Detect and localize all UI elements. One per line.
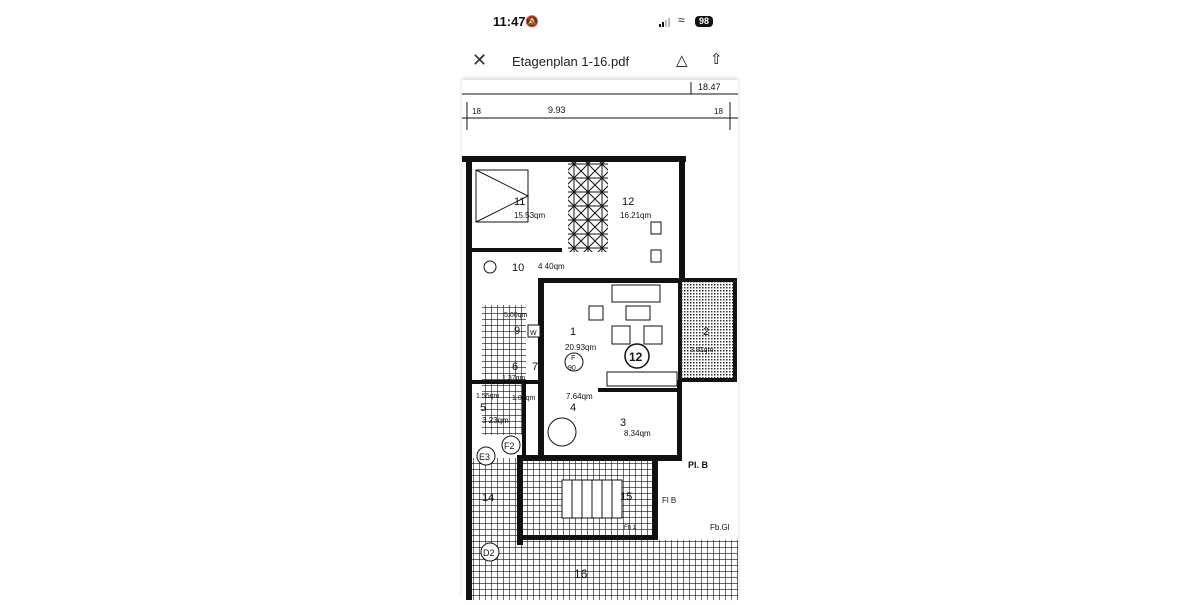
room-12-area: 16.21qm [620, 211, 651, 220]
note-fh1: Fh 1 [624, 525, 637, 531]
area-14 [472, 458, 520, 548]
note-fb-gl: Fb.Gl [710, 523, 730, 532]
room-9-number: 9 [514, 325, 520, 337]
signal-icon [659, 18, 670, 27]
bell-slash-icon: 🔕 [525, 16, 539, 28]
area-16 [472, 540, 738, 600]
washer-label: W [530, 330, 537, 337]
room-labels: 11 15.53qm 12 16.21qm 10 4 40qm 1 20.93q… [476, 196, 714, 581]
room-11-number: 11 [514, 196, 525, 208]
share-icon[interactable]: ⇧ [710, 51, 723, 68]
wifi-icon: ≈ [678, 13, 685, 27]
room-1-area: 20.93qm [565, 343, 596, 352]
note-pl-b: Pl. B [688, 460, 709, 470]
room-14-number: 14 [482, 492, 494, 504]
balcony-2 [678, 278, 737, 382]
extra-area: 1.55qm [476, 393, 500, 400]
room-12-number: 12 [622, 196, 634, 208]
wardrobe [568, 162, 608, 252]
markers: E3 F2 D2 Pl. B Fl B Fb.Gl Fh 1 [476, 435, 730, 562]
room-7-number: 7 [532, 361, 538, 373]
apartment-number: 12 [629, 350, 643, 364]
fire-door-top: F [571, 355, 575, 362]
apartment-marker [624, 343, 650, 369]
room-11-area: 15.53qm [514, 211, 545, 220]
room-6-number: 6 [512, 361, 518, 373]
room-7-area: 1.05qm [512, 395, 536, 402]
room-10-number: 10 [512, 262, 524, 274]
bathroom-9 [482, 305, 526, 435]
document-title: Etagenplan 1-16.pdf [512, 54, 630, 69]
dimension-middle: 9.93 [548, 105, 566, 115]
marker-d2: D2 [483, 548, 495, 558]
marker-e3: E3 [479, 452, 490, 462]
battery-icon: 98 [695, 16, 714, 27]
room-5-number: 5 [480, 402, 486, 414]
room-3-number: 3 [620, 417, 626, 429]
pdf-toolbar: ✕ Etagenplan 1-16.pdf △ ⇧ [462, 46, 738, 78]
note-fl-b: Fl B [662, 496, 676, 505]
pdf-page[interactable]: 18.47 18 9.93 18 12 [462, 80, 738, 600]
room-2-area: 3.91qm [690, 347, 714, 354]
room-3-area: 8.34qm [624, 429, 651, 438]
clock: 11:47 [493, 14, 526, 29]
dimension-right: 18 [714, 107, 723, 116]
washer [527, 324, 541, 338]
room-2-number: 2 [703, 326, 709, 338]
floor-plan: 18.47 18 9.93 18 12 [462, 82, 738, 600]
room-1-number: 1 [570, 326, 576, 338]
room-6-area: 1.37qm [502, 375, 526, 382]
room-5-area: 3 23qm [482, 416, 509, 425]
marker-f2: F2 [504, 441, 515, 451]
close-icon[interactable]: ✕ [472, 50, 488, 70]
room-16-number: 16 [574, 567, 588, 581]
dimension-lines: 18.47 18 9.93 18 [462, 82, 738, 130]
dimension-total: 18.47 [698, 82, 721, 92]
room-4-area: 7.64qm [566, 392, 593, 401]
room-4-number: 4 [570, 402, 576, 414]
room-9-area: 5.00qm [504, 312, 528, 319]
status-bar: 11:47 🔕 ≈ 98 [462, 12, 738, 34]
room-15-number: 15 [620, 491, 632, 503]
add-to-drive-icon[interactable]: △ [676, 52, 688, 69]
dimension-left: 18 [472, 107, 481, 116]
furniture [475, 169, 678, 447]
fire-door-marker [564, 352, 584, 372]
room-10-area: 4 40qm [538, 262, 565, 271]
walls [462, 156, 686, 600]
fire-door-bottom: 90 [568, 365, 576, 372]
